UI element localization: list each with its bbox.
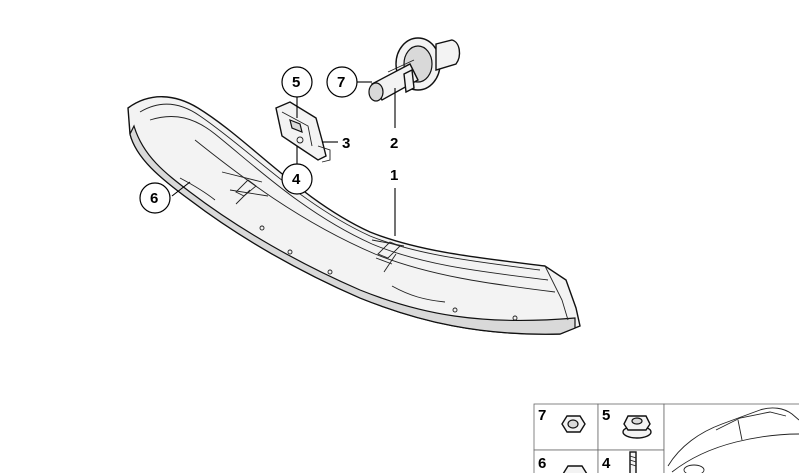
callout-3: 3: [342, 135, 350, 152]
leader-lines: [171, 81, 396, 236]
legend-label-1: 5: [602, 407, 610, 424]
flange-nut-icon: [622, 415, 652, 439]
stud-bolt-icon: [629, 451, 637, 473]
callout-6-bubble: 6: [139, 182, 171, 214]
callout-4: 4: [292, 171, 301, 188]
callout-4-bubble: 4: [281, 163, 313, 195]
legend-label-0: 7: [538, 407, 546, 424]
car-thumbnail-icon: [667, 407, 799, 473]
legend-label-2: 6: [538, 455, 546, 472]
callout-1: 1: [390, 167, 398, 184]
hardware-legend: 7 5 6 4: [533, 403, 799, 473]
callout-2: 2: [390, 135, 398, 152]
mounting-bracket: [275, 101, 331, 163]
callout-5-bubble: 5: [281, 66, 313, 98]
callout-7-bubble: 7: [326, 66, 358, 98]
impact-absorber: [368, 37, 461, 102]
callout-7: 7: [337, 74, 345, 91]
nut-icon: [562, 465, 588, 473]
nut-icon: [561, 415, 586, 433]
callout-6: 6: [150, 190, 158, 207]
legend-label-3: 4: [602, 455, 611, 472]
bumper-carrier: [127, 96, 581, 335]
callout-5: 5: [292, 74, 300, 91]
